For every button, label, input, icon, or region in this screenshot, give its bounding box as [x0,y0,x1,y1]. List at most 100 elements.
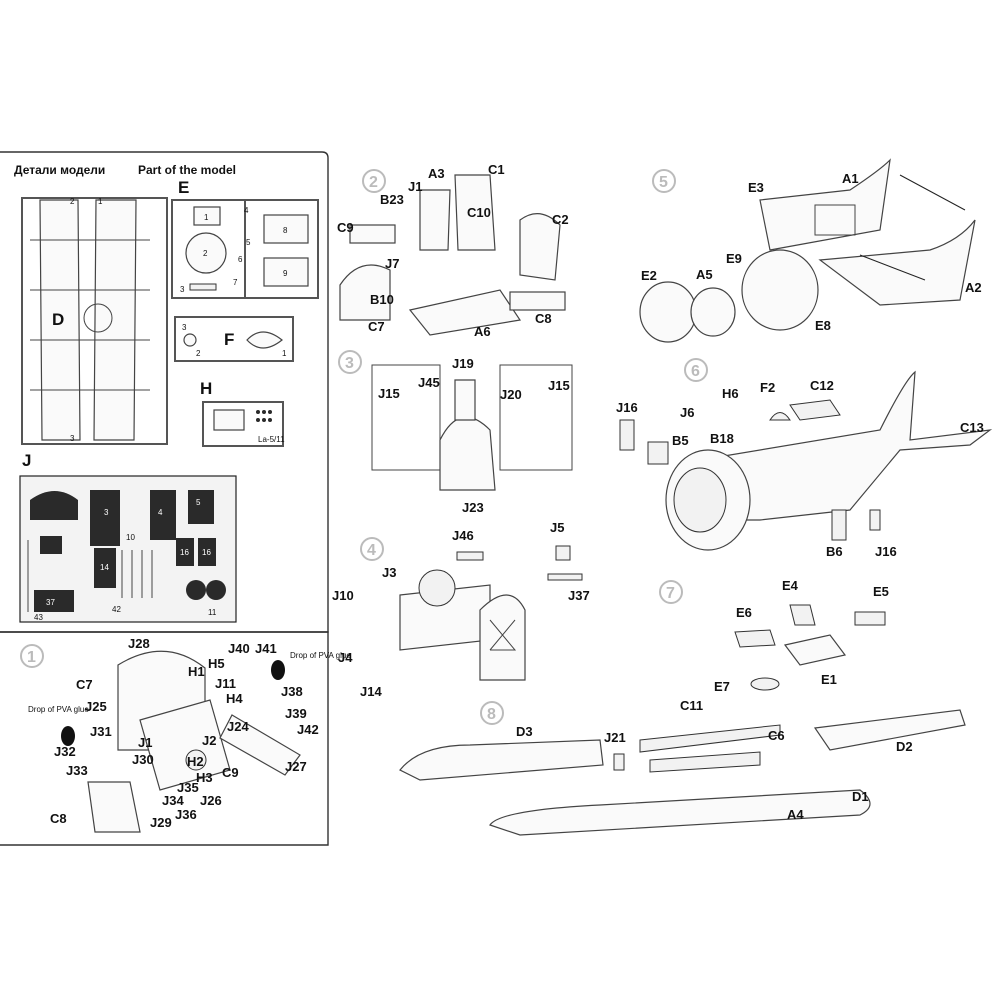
step5-callout-a2: A2 [965,280,982,295]
step1-callout-h2: H2 [187,754,204,769]
svg-text:5: 5 [246,238,251,247]
step-4-badge [360,537,384,561]
step8-callout-d3: D3 [516,724,533,739]
sprue-f: F 3 2 1 [174,316,294,362]
step-1-badge [20,644,44,668]
svg-text:3: 3 [70,434,75,443]
svg-text:11: 11 [208,608,217,617]
step1-callout-j32: J32 [54,744,76,759]
step6-callout-c12: C12 [810,378,834,393]
step1-callout-j11: J11 [215,676,236,691]
svg-text:7: 7 [666,585,675,602]
svg-text:5: 5 [196,498,201,507]
svg-text:43: 43 [34,613,43,622]
step3-callout-j15: J15 [378,386,400,401]
step1-callout-j31: J31 [90,724,112,739]
parts-panel-frame [0,151,329,633]
step6-callout-j16: J16 [875,544,897,559]
svg-text:8: 8 [283,226,288,235]
svg-text:7: 7 [233,278,238,287]
svg-text:42: 42 [112,605,121,614]
step4-callout-j37: J37 [568,588,590,603]
parts-header-en: Part of the model [138,163,236,177]
step3-callout-j20: J20 [500,387,522,402]
step-7-badge [659,580,683,604]
step1-callout-c7: C7 [76,677,93,692]
step5-callout-a5: A5 [696,267,713,282]
svg-text:5: 5 [659,174,668,191]
svg-text:4: 4 [158,508,163,517]
svg-text:La-5/11: La-5/11 [258,435,285,444]
svg-text:4: 4 [367,542,376,559]
step6-callout-b5: B5 [672,433,689,448]
step1-callout-j38: J38 [281,684,303,699]
glue-note-right: Drop of PVA glue [290,651,351,660]
svg-text:3: 3 [104,508,109,517]
step1-callout-j26: J26 [200,793,222,808]
step1-callout-j30: J30 [132,752,154,767]
svg-text:6: 6 [238,255,243,264]
step1-callout-j39: J39 [285,706,307,721]
step1-callout-j36: J36 [175,807,197,822]
step6-callout-b18: B18 [710,431,734,446]
svg-text:2: 2 [203,249,208,258]
step-5-badge [652,169,676,193]
glue-note-left: Drop of PVA glue [28,705,89,714]
step4-callout-j5: J5 [550,520,564,535]
step2-callout-c10: C10 [467,205,491,220]
step6-callout-c13: C13 [960,420,984,435]
sprue-d-letter: D [52,310,64,329]
svg-text:2: 2 [369,174,378,191]
step1-callout-j41: J41 [255,641,277,656]
step-3-badge [338,350,362,374]
step-1-frame [0,631,329,846]
step5-callout-e8: E8 [815,318,831,333]
step8-callout-d2: D2 [896,739,913,754]
step1-callout-j24: J24 [227,719,249,734]
step1-callout-h3: H3 [196,770,213,785]
step2-callout-c8: C8 [535,311,552,326]
step6-callout-b6: B6 [826,544,843,559]
step5-callout-e9: E9 [726,251,742,266]
step2-callout-c2: C2 [552,212,569,227]
step1-callout-j35: J35 [177,780,199,795]
svg-text:6: 6 [691,363,700,380]
svg-text:2: 2 [70,197,75,206]
step8-callout-d1: D1 [852,789,869,804]
step7-callout-e7: E7 [714,679,730,694]
step1-callout-j33: J33 [66,763,88,778]
svg-text:37: 37 [46,598,55,607]
svg-text:1: 1 [27,649,36,666]
step2-callout-c1: C1 [488,162,505,177]
svg-text:4: 4 [244,206,249,215]
step-6-badge [684,358,708,382]
sprue-h: H La-5/11 [200,379,285,447]
svg-text:3: 3 [180,285,185,294]
step3-callout-j23: J23 [462,500,484,515]
parts-panel: Детали модели Part of the model D 2 1 3 … [0,151,329,633]
svg-text:9: 9 [283,269,288,278]
step2-callout-j1: J1 [408,179,422,194]
step2-callout-b23: B23 [380,192,404,207]
step1-callout-j29: J29 [150,815,172,830]
step1-callout-c8: C8 [50,811,67,826]
step2-callout-c9: C9 [337,220,354,235]
step7-callout-e1: E1 [821,672,837,687]
step1-callout-j28: J28 [128,636,150,651]
svg-text:16: 16 [180,548,189,557]
step5-callout-e3: E3 [748,180,764,195]
svg-text:10: 10 [126,533,135,542]
step1-callout-j42: J42 [297,722,319,737]
glue-drop-right [271,660,285,680]
svg-text:16: 16 [202,548,211,557]
step6-callout-j6: J6 [680,405,694,420]
step1-callout-h4: H4 [226,691,243,706]
step4-callout-j4: J4 [338,650,353,665]
step6-callout-j16: J16 [616,400,638,415]
fret-j-letter: J [22,451,31,470]
step1-callout-j27: J27 [285,759,307,774]
